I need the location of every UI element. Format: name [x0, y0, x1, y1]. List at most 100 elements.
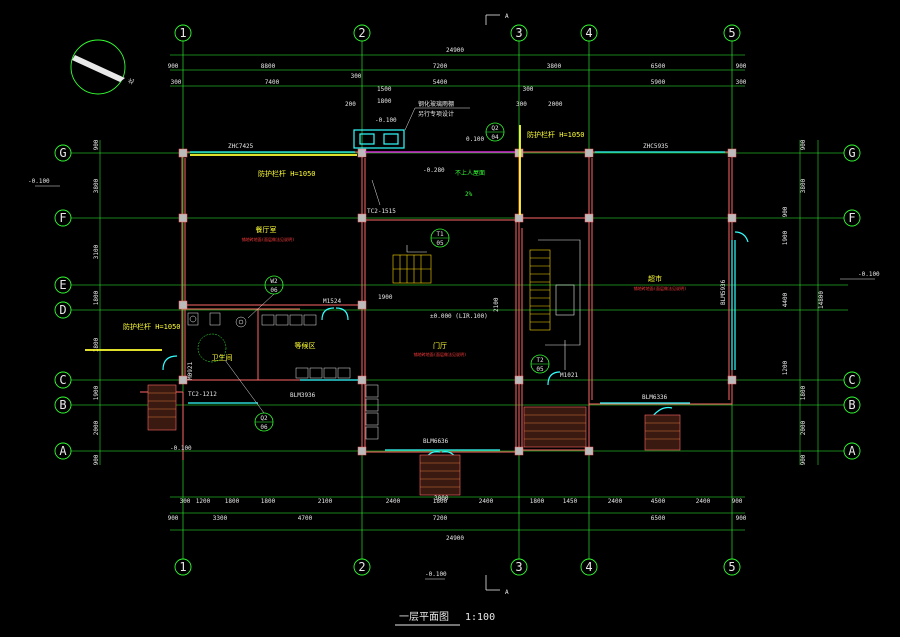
- axis-bubble-bottom-3: [510, 558, 528, 576]
- drawing-title: 一层平面图 1:100: [395, 611, 495, 626]
- dim-bottom-r1-1: 1200: [196, 498, 211, 505]
- axis-label-bottom-5: 5: [728, 560, 735, 574]
- label-elev4: -0.100: [170, 445, 192, 452]
- callout-q2-04: Q2 04: [485, 122, 505, 142]
- dims-left: 900 3800 3100 1800 1800 1900 2000 900: [93, 139, 100, 465]
- label-d1500: 1500: [377, 86, 392, 93]
- dim-left-4: 1800: [93, 337, 100, 352]
- room-name-r3: 超市: [648, 274, 662, 283]
- label-elev2: -0.100: [28, 178, 50, 185]
- dim-bottom-r1-12: 2400: [696, 498, 711, 505]
- label-slope: 2%: [465, 191, 473, 198]
- dim-top-r2-0: 300: [171, 79, 182, 86]
- dim-top-total: 24900: [446, 47, 464, 54]
- svg-text:05: 05: [436, 240, 444, 247]
- svg-text:T1: T1: [436, 231, 444, 238]
- svg-text:06: 06: [260, 424, 268, 431]
- stair-railings: [406, 239, 581, 370]
- dim-bottom-r2-4: 6500: [651, 515, 666, 522]
- dim-left-7: 900: [93, 454, 100, 465]
- axis-bubble-left-A: [54, 442, 72, 460]
- dim-bottom-r1-9: 1450: [563, 498, 578, 505]
- axis-bubble-right-G: [843, 144, 861, 162]
- misc-labels: ZHC7425 ZHC5935 防护栏杆 H=1050 防护栏杆 H=1050 …: [28, 86, 880, 578]
- axis-bubbles: [54, 24, 861, 576]
- section-mark-bottom: A: [505, 589, 509, 596]
- structural-columns: [178, 148, 737, 456]
- dims-top: 24900 900 8800 7200 3800 6500 900 300 74…: [168, 47, 747, 93]
- stair-1: [392, 254, 432, 284]
- svg-text:06: 06: [270, 287, 278, 294]
- dim-bottom-r1-2: 1800: [225, 498, 240, 505]
- drawing-title-text: 一层平面图: [399, 611, 449, 623]
- label-blm2: BLM6636: [423, 438, 449, 445]
- dim-top-r1-2: 7200: [433, 63, 448, 70]
- dim-top-r2-4: 300: [523, 86, 534, 93]
- axis-bubble-top-1: [174, 24, 192, 42]
- dim-top-r1-1: 8800: [261, 63, 276, 70]
- room-labels: 餐厅室 铺地砖地面(面层做法见说明) 门厅 铺地砖地面(面层做法见说明) 超市 …: [212, 169, 687, 362]
- room-name-r6: 不上人屋面: [455, 169, 485, 177]
- label-tc1: TC2-1515: [367, 208, 396, 215]
- axis-label-top-2: 2: [358, 26, 365, 40]
- axis-bubble-top-5: [723, 24, 741, 42]
- axis-label-bottom-4: 4: [585, 560, 592, 574]
- callout-w2-06: W2 06: [264, 275, 284, 295]
- dim-bottom-r1-0: 300: [180, 498, 191, 505]
- room-note-r3: 铺地砖地面(面层做法见说明): [634, 285, 687, 291]
- north-arrow: 北: [70, 39, 136, 95]
- step-hatching: [148, 392, 680, 488]
- label-elev5: -0.100: [425, 571, 447, 578]
- dim-right-total: 14800: [818, 291, 825, 309]
- axis-label-right-A: A: [848, 444, 856, 458]
- axis-label-top-3: 3: [515, 26, 522, 40]
- axis-bubble-top-3: [510, 24, 528, 42]
- axis-bubble-right-C: [843, 371, 861, 389]
- wall-outer-left: [181, 151, 363, 381]
- label-d1900: 1900: [378, 294, 393, 301]
- axis-bubble-left-C: [54, 371, 72, 389]
- dim-top-r1-0: 900: [168, 63, 179, 70]
- label-zhc2: ZHC5935: [643, 143, 669, 150]
- axis-bubble-bottom-2: [353, 558, 371, 576]
- callouts: Q2 04 T1 05 W2 06 Q2 06 T2 05: [254, 122, 550, 432]
- drawing-scale: 1:100: [465, 612, 495, 623]
- dim-bottom-r1-3: 1800: [261, 498, 276, 505]
- axis-bubble-left-B: [54, 396, 72, 414]
- dims-bottom: 300 1200 1800 1800 2100 2400 1800 2400 1…: [168, 498, 747, 542]
- dim-bottom-total: 24900: [446, 535, 464, 542]
- label-d2000: 2000: [548, 101, 563, 108]
- axis-label-left-C: C: [59, 373, 66, 387]
- axis-label-left-B: B: [59, 398, 66, 412]
- room-name-r2: 门厅: [433, 341, 447, 350]
- dim-bottom-r1-5: 2400: [386, 498, 401, 505]
- axis-labels: 1 2 3 4 5 1 2 3 4 5 G F E D C B A G F C …: [59, 26, 856, 574]
- label-d3000: 3000: [434, 495, 449, 502]
- dim-left-1: 3800: [93, 178, 100, 193]
- label-m3: M0921: [187, 362, 194, 380]
- room-name-r4: 卫生间: [212, 353, 233, 362]
- dim-bottom-r1-7: 2400: [479, 498, 494, 505]
- windows: [162, 129, 749, 461]
- axis-label-left-G: G: [59, 146, 66, 160]
- axis-label-top-1: 1: [179, 26, 186, 40]
- axis-label-bottom-2: 2: [358, 560, 365, 574]
- dim-left-2: 3100: [93, 244, 100, 259]
- axis-bubble-right-B: [843, 396, 861, 414]
- dim-left-5: 1900: [93, 385, 100, 400]
- label-elev-room: -0.100: [375, 117, 397, 124]
- axis-label-right-G: G: [848, 146, 855, 160]
- walls: [140, 151, 733, 460]
- dim-bottom-r1-10: 2400: [608, 498, 623, 505]
- callout-q2-06: Q2 06: [254, 412, 274, 432]
- axis-bubble-top-4: [580, 24, 598, 42]
- dim-right-8: 900: [800, 454, 807, 465]
- label-canopy: 钢化玻璃雨棚: [418, 100, 454, 108]
- axis-bubble-left-F: [54, 209, 72, 227]
- axis-bubble-left-E: [54, 276, 72, 294]
- dim-bottom-r1-13: 900: [732, 498, 743, 505]
- dim-bottom-r1-6: 1800: [433, 498, 448, 505]
- entrance-steps: [147, 384, 681, 496]
- stair-2: [529, 249, 575, 331]
